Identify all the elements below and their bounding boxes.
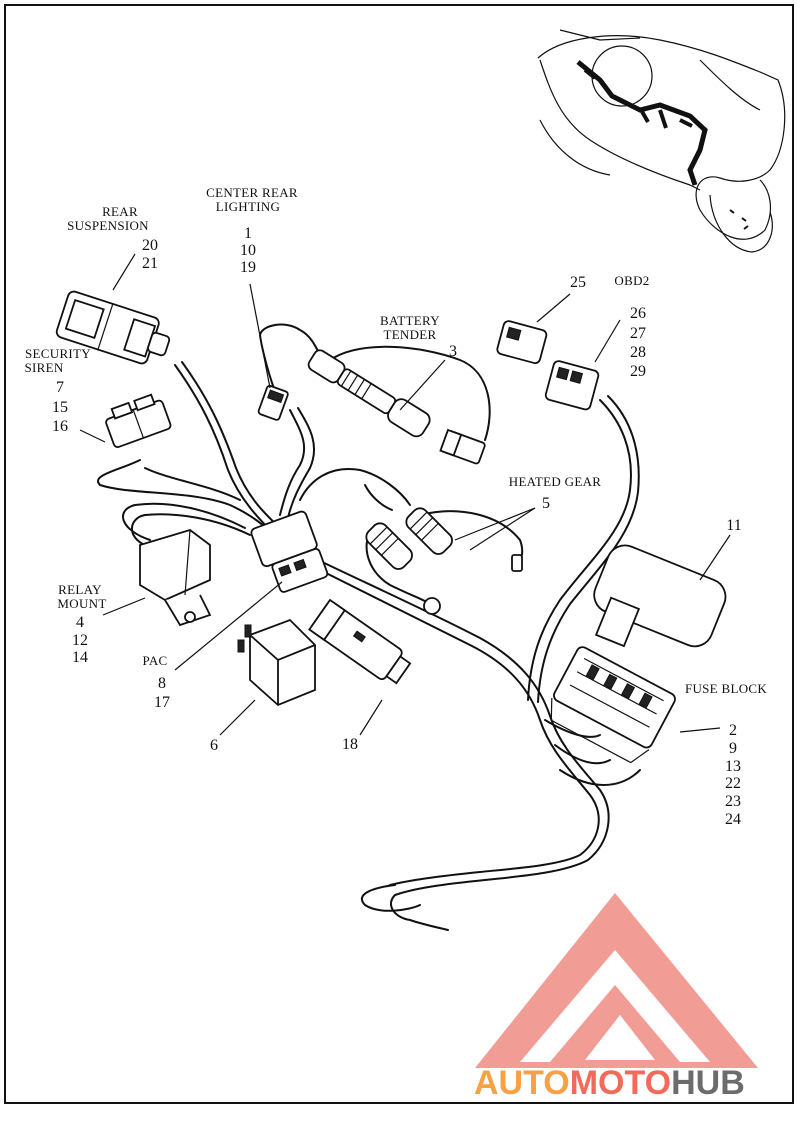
callout-4: 4 (76, 614, 84, 631)
fuse-block-cover (593, 544, 727, 648)
callout-21: 21 (142, 255, 158, 272)
callout-1: 1 (244, 225, 252, 242)
label-connector-18: 18 (342, 736, 358, 753)
callout-8: 8 (158, 675, 166, 692)
callout-19: 19 (240, 259, 256, 276)
obd2-connector-25 (496, 320, 548, 365)
callout-28: 28 (630, 344, 646, 361)
relay-mount (139, 529, 212, 627)
callout-10: 10 (240, 242, 256, 259)
watermark-auto: AUTO (474, 1064, 570, 1102)
callout-26: 26 (630, 305, 646, 322)
center-rear-lighting-connector (257, 384, 289, 421)
callout-24: 24 (725, 811, 741, 828)
label-battery-tender-line2: TENDER (383, 327, 436, 342)
label-battery-tender-line1: BATTERY (380, 313, 440, 328)
label-pac-text: PAC (143, 653, 168, 668)
callout-13: 13 (725, 758, 741, 775)
label-security-siren: SECURITY SIREN 7 15 16 (24, 346, 91, 435)
callout-5: 5 (542, 495, 550, 512)
callout-17: 17 (154, 694, 170, 711)
watermark-hub: HUB (671, 1064, 745, 1102)
label-rear-suspension-line1: REAR (102, 204, 138, 219)
label-heated-gear-text: HEATED GEAR (509, 474, 602, 489)
relay (237, 618, 316, 707)
label-fuse-block-text: FUSE BLOCK (685, 681, 767, 696)
callout-20: 20 (142, 237, 158, 254)
label-fuse-block: FUSE BLOCK 2 9 13 22 23 24 (685, 681, 767, 828)
label-relay-mount-line1: RELAY (58, 582, 102, 597)
label-relay: 6 (210, 737, 218, 754)
callout-29: 29 (630, 363, 646, 380)
rear-suspension-connector (55, 290, 171, 365)
label-center-rear-lighting-line2: LIGHTING (216, 199, 281, 214)
label-heated-gear: HEATED GEAR 5 (509, 474, 602, 512)
label-security-siren-line1: SECURITY (25, 346, 91, 361)
label-center-rear-lighting-line1: CENTER REAR (206, 185, 298, 200)
watermark-moto: MOTO (570, 1064, 671, 1102)
callout-2: 2 (729, 722, 737, 739)
callout-3: 3 (449, 343, 457, 360)
watermark-text: AUTOMOTOHUB (474, 1064, 745, 1102)
callout-22: 22 (725, 775, 741, 792)
callout-11: 11 (726, 517, 741, 534)
drawing-frame (4, 4, 794, 1104)
label-rear-suspension: REAR SUSPENSION 20 21 (67, 204, 158, 272)
pac-connector (250, 510, 329, 593)
callout-14: 14 (72, 649, 88, 666)
watermark-logo-icon (475, 893, 758, 1068)
label-battery-tender: BATTERY TENDER 3 (380, 313, 457, 360)
label-center-rear-lighting: CENTER REAR LIGHTING 1 10 19 (206, 185, 298, 276)
callout-23: 23 (725, 793, 741, 810)
label-obd2-text: OBD2 (614, 273, 649, 288)
callout-12: 12 (72, 632, 88, 649)
battery-tender-cap (439, 428, 486, 465)
callout-27: 27 (630, 325, 646, 342)
label-relay-mount: RELAY MOUNT 4 12 14 (57, 582, 106, 666)
security-siren-connector (105, 393, 172, 448)
label-rear-suspension-line2: SUSPENSION (67, 218, 149, 233)
callout-6: 6 (210, 737, 218, 754)
callout-16: 16 (52, 418, 68, 435)
heated-gear-sockets (365, 507, 523, 615)
label-pac: PAC 8 17 (143, 653, 171, 711)
label-obd2: 25 OBD2 26 27 28 29 (570, 273, 649, 380)
label-relay-mount-line2: MOUNT (57, 596, 106, 611)
callout-15: 15 (52, 399, 68, 416)
label-fuse-cover: 11 (726, 517, 741, 534)
leader-lines (79, 253, 731, 736)
fuse-block (550, 646, 676, 764)
connector-18 (308, 598, 412, 685)
battery-tender-plug (307, 349, 431, 438)
motorcycle-location-inset (537, 29, 786, 253)
callout-25: 25 (570, 274, 586, 291)
obd2-connector-26 (544, 360, 600, 411)
label-security-siren-line2: SIREN (24, 360, 63, 375)
automotohub-watermark: AUTOMOTOHUB (474, 893, 758, 1102)
callout-9: 9 (729, 740, 737, 757)
callout-18: 18 (342, 736, 358, 753)
callout-7: 7 (56, 379, 64, 396)
